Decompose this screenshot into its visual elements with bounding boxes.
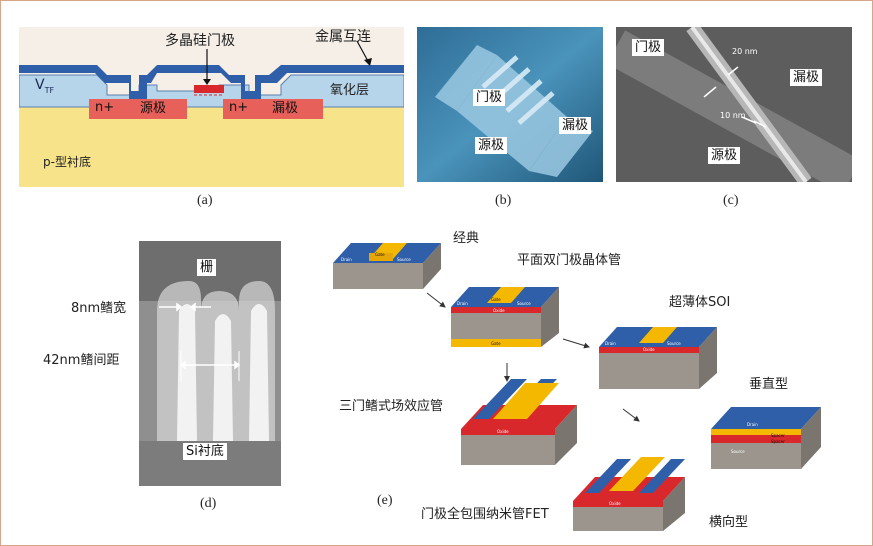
drain-label: 漏极 [272, 101, 299, 116]
svg-text:Gate: Gate [491, 341, 501, 346]
dim-10nm: 10 nm [720, 111, 746, 120]
svg-text:Spacer: Spacer [771, 439, 785, 444]
planar-double-device: Drain Source Gate Oxide Gate [451, 287, 559, 347]
tem-image-d [139, 241, 281, 486]
fin-width-label: 8nm鳍宽 [71, 301, 127, 316]
caption-c: (c) [723, 193, 739, 208]
panel-d: 栅 Si衬底 [139, 241, 281, 486]
caption-a: (a) [197, 193, 213, 208]
panel-b: 门极 源极 漏极 [417, 27, 603, 182]
caption-e: (e) [377, 493, 393, 508]
svg-text:Drain: Drain [341, 257, 352, 262]
drain-label-b: 漏极 [559, 117, 592, 134]
vertical-label: 垂直型 [749, 377, 789, 392]
svg-text:Gate: Gate [375, 252, 385, 257]
svg-text:Source: Source [667, 341, 681, 346]
substrate-label-d: Si衬底 [183, 443, 227, 460]
ultrathin-soi-label: 超薄体SOI [669, 295, 731, 310]
gaa-nanowire-device: Oxide [573, 457, 685, 531]
panel-a: 多晶硅门极 金属互连 VTF 氧化层 n+ 源极 n+ 漏极 p-型衬底 [18, 27, 405, 187]
caption-d: (d) [200, 496, 217, 511]
svg-text:Source: Source [397, 257, 411, 262]
substrate-region [19, 107, 404, 187]
planar-double-label: 平面双门极晶体管 [517, 253, 622, 268]
metal-label: 金属互连 [315, 29, 371, 45]
gate-label-c: 门极 [632, 39, 665, 56]
nplus-right-region [223, 99, 323, 119]
vtf-sub: TF [44, 85, 55, 95]
source-label-c: 源极 [708, 147, 741, 164]
vertical-device: Drain Spacer Spacer Source [711, 407, 821, 469]
transistor-evolution: Drain Source Gate Drain Source Gate Oxid… [333, 243, 821, 531]
panel-c: 门极 漏极 源极 20 nm 10 nm [606, 22, 862, 194]
ultrathin-soi-device: Drain Source Oxide [599, 327, 717, 389]
caption-b: (b) [495, 193, 512, 208]
trigate-device: Oxide [461, 379, 577, 465]
dim-20nm: 20 nm [732, 47, 758, 56]
drain-label-c: 漏极 [790, 69, 823, 86]
svg-text:Drain: Drain [605, 341, 616, 346]
gate-label-d: 栅 [197, 259, 217, 276]
svg-text:Spacer: Spacer [771, 433, 785, 438]
svg-text:Drain: Drain [457, 301, 468, 306]
svg-text:Oxide: Oxide [497, 429, 509, 434]
nplus-left-region [89, 99, 187, 119]
poly-gate-label: 多晶硅门极 [165, 33, 235, 49]
source-label: 源极 [140, 101, 167, 116]
gate-label-b: 门极 [473, 89, 506, 106]
substrate-label: p-型衬底 [43, 155, 91, 169]
gaa-label: 门极全包围纳米管FET [421, 507, 549, 522]
svg-text:Oxide: Oxide [643, 347, 655, 352]
svg-text:Gate: Gate [491, 297, 501, 302]
panel-e: Drain Source Gate Drain Source Gate Oxid… [327, 223, 833, 533]
nplus-right-label: n+ [229, 100, 249, 115]
nplus-left-label: n+ [95, 100, 115, 115]
trigate-label: 三门鳍式场效应管 [339, 399, 444, 414]
classic-device: Drain Source Gate [333, 243, 441, 289]
svg-text:Drain: Drain [747, 422, 758, 427]
svg-text:Oxide: Oxide [493, 308, 505, 313]
source-label-b: 源极 [475, 137, 508, 154]
vtf-main: V [35, 77, 45, 93]
sem-image-b [417, 27, 603, 182]
svg-text:Source: Source [517, 301, 531, 306]
metal-layer [19, 65, 404, 99]
lateral-label: 横向型 [709, 515, 749, 530]
oxide-label: 氧化层 [330, 83, 370, 98]
fin-pitch-label: 42nm鳍间距 [43, 353, 120, 368]
svg-text:Source: Source [731, 449, 745, 454]
poly-gate [194, 85, 224, 93]
mosfet-cross-section [18, 27, 405, 187]
classic-label: 经典 [453, 231, 480, 246]
svg-text:Oxide: Oxide [609, 501, 621, 506]
vtf-label: VTF [35, 77, 54, 95]
